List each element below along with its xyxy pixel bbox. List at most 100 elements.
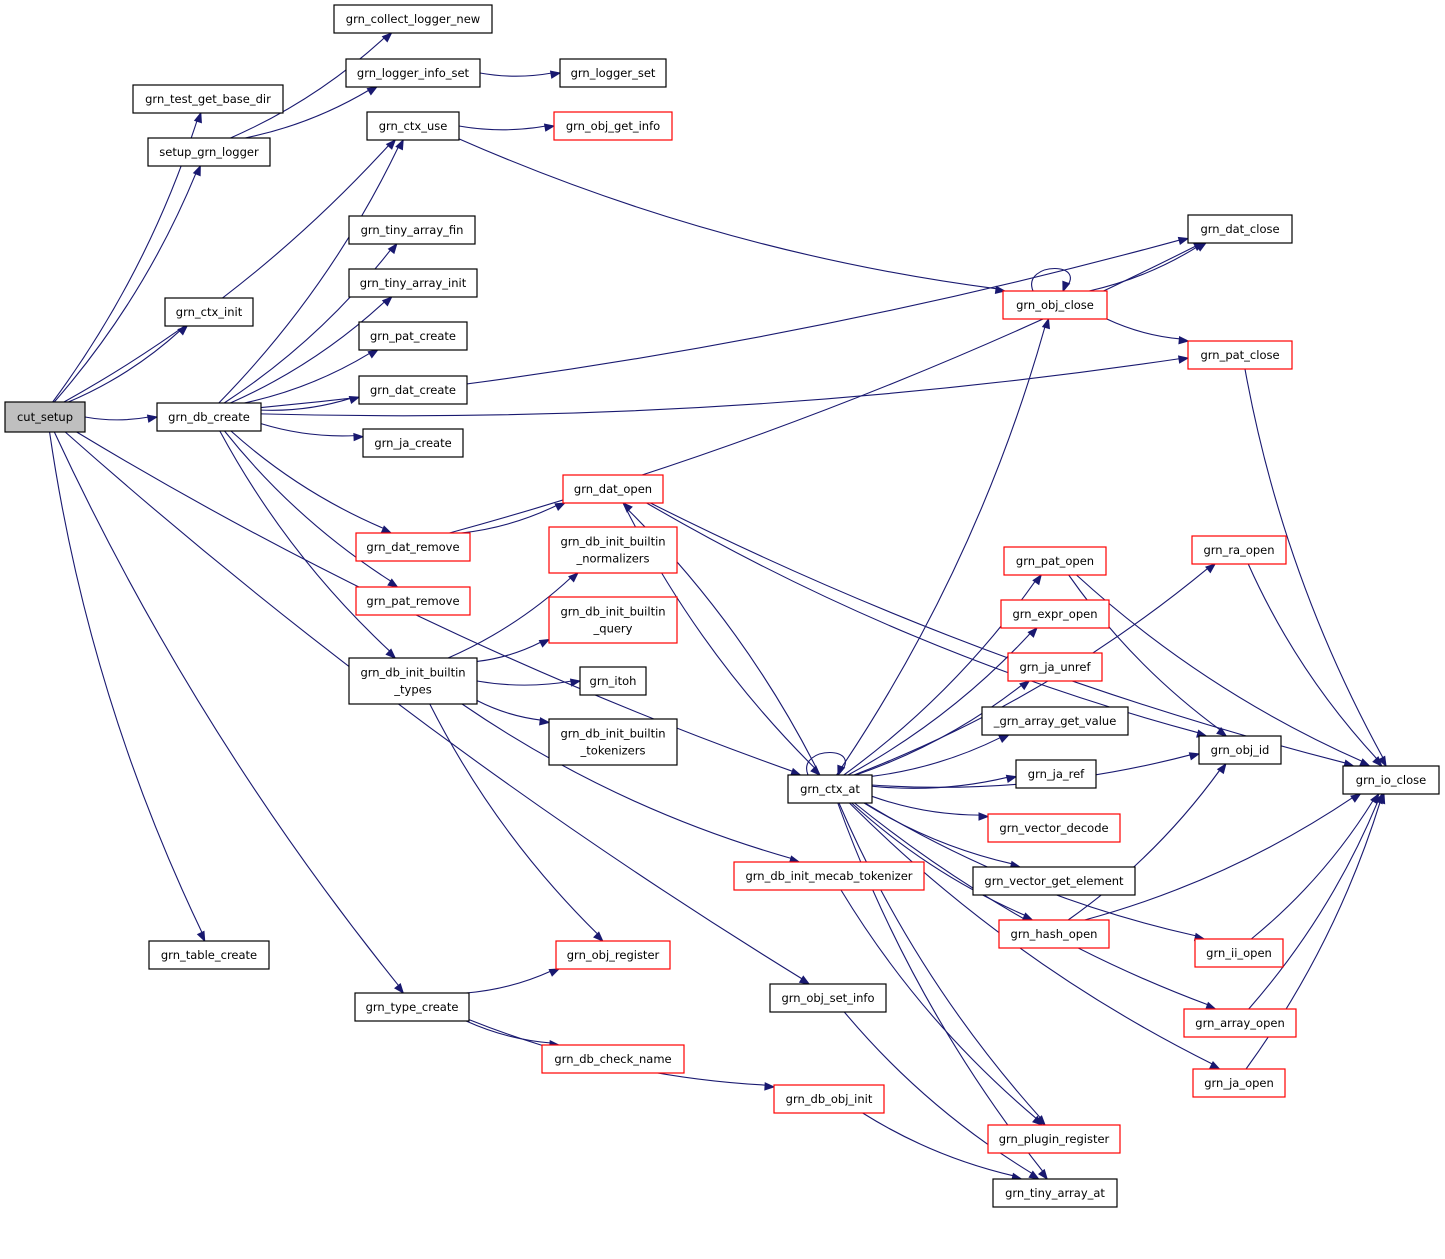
- node-grn_itoh[interactable]: grn_itoh: [579, 666, 647, 696]
- node-label: grn_ii_open: [1206, 946, 1272, 960]
- node-label: _query: [593, 622, 633, 636]
- edge-grn_db_init_builtin_types-to-grn_db_init_builtin_tokenizers: [476, 700, 551, 726]
- node-label: grn_logger_set: [571, 66, 656, 80]
- node-grn_tiny_array_init[interactable]: grn_tiny_array_init: [348, 268, 478, 298]
- node-grn_ctx_use[interactable]: grn_ctx_use: [366, 111, 460, 141]
- node-label: grn_dat_create: [370, 383, 456, 397]
- node-label: grn_plugin_register: [999, 1132, 1110, 1146]
- node-grn_db_init_builtin_types[interactable]: grn_db_init_builtin_types: [348, 657, 478, 705]
- node-cut_setup[interactable]: cut_setup: [4, 401, 86, 433]
- node-grn_db_init_builtin_tokenizers[interactable]: grn_db_init_builtin_tokenizers: [548, 718, 678, 766]
- node-grn_obj_register[interactable]: grn_obj_register: [555, 940, 671, 970]
- edge-grn_ctx_at-to-grn_expr_open: [847, 626, 1038, 776]
- node-box: [1007, 652, 1103, 682]
- node-box: [998, 919, 1110, 949]
- node-grn_expr_open[interactable]: grn_expr_open: [1000, 599, 1110, 629]
- node-label: grn_db_init_builtin: [560, 535, 665, 549]
- edge-grn_pat_open-to-grn_io_close: [1076, 574, 1371, 767]
- node-grn_type_create[interactable]: grn_type_create: [354, 992, 470, 1022]
- node-grn_dat_open[interactable]: grn_dat_open: [562, 474, 664, 504]
- node-grn_test_get_base_dir[interactable]: grn_test_get_base_dir: [132, 84, 284, 114]
- node-grn_db_init_mecab_tokenizer[interactable]: grn_db_init_mecab_tokenizer: [733, 861, 925, 891]
- node-grn_ja_create[interactable]: grn_ja_create: [362, 428, 464, 458]
- node-label: grn_ctx_at: [800, 782, 860, 796]
- node-setup_grn_logger[interactable]: setup_grn_logger: [147, 137, 271, 167]
- node-grn_dat_close[interactable]: grn_dat_close: [1187, 214, 1293, 244]
- edge-grn_ctx_at-to-grn_ja_unref: [855, 680, 1031, 776]
- node-grn_ra_open[interactable]: grn_ra_open: [1191, 535, 1287, 565]
- node-grn_pat_open[interactable]: grn_pat_open: [1003, 546, 1107, 576]
- node-box: [553, 111, 673, 141]
- node-label: grn_dat_close: [1200, 222, 1279, 236]
- node-grn_plugin_register[interactable]: grn_plugin_register: [987, 1124, 1121, 1154]
- node-grn_obj_close[interactable]: grn_obj_close: [1002, 290, 1108, 320]
- node-box: [333, 4, 493, 34]
- node-label: grn_ja_open: [1204, 1076, 1274, 1090]
- node-grn_array_open[interactable]: grn_array_open: [1183, 1008, 1297, 1038]
- node-grn_pat_create[interactable]: grn_pat_create: [358, 321, 468, 351]
- node-box: [555, 940, 671, 970]
- node-label: grn_obj_id: [1211, 743, 1270, 757]
- node-box: [1015, 759, 1097, 789]
- node-grn_vector_get_element[interactable]: grn_vector_get_element: [972, 866, 1136, 896]
- node-box: [972, 866, 1136, 896]
- edge-grn_db_create-to-grn_pat_create: [244, 349, 379, 404]
- node-label: grn_db_init_builtin: [360, 666, 465, 680]
- node-grn_db_check_name[interactable]: grn_db_check_name: [541, 1044, 685, 1074]
- node-box: [362, 428, 464, 458]
- node-grn_hash_open[interactable]: grn_hash_open: [998, 919, 1110, 949]
- node-grn_logger_set[interactable]: grn_logger_set: [559, 58, 667, 88]
- node-grn_ctx_at[interactable]: grn_ctx_at: [787, 774, 873, 804]
- node-label: grn_test_get_base_dir: [145, 92, 271, 106]
- node-box: [987, 1124, 1121, 1154]
- node-box: [355, 586, 471, 616]
- node-grn_obj_get_info[interactable]: grn_obj_get_info: [553, 111, 673, 141]
- node-grn_vector_decode[interactable]: grn_vector_decode: [987, 813, 1121, 843]
- node-grn_ja_open[interactable]: grn_ja_open: [1192, 1068, 1286, 1098]
- edge-cut_setup-to-grn_type_create: [53, 431, 405, 995]
- edge-grn_db_init_builtin_types-to-grn_obj_register: [429, 703, 604, 942]
- node-grn_pat_close[interactable]: grn_pat_close: [1187, 340, 1293, 370]
- node-label: grn_io_close: [1356, 773, 1426, 787]
- edge-grn_dat_remove-to-grn_dat_open: [461, 502, 566, 534]
- node-grn_ja_ref[interactable]: grn_ja_ref: [1015, 759, 1097, 789]
- node-grn_obj_id[interactable]: grn_obj_id: [1198, 735, 1282, 765]
- node-grn_ii_open[interactable]: grn_ii_open: [1194, 938, 1284, 968]
- edge-grn_obj_close-to-grn_pat_close: [1106, 318, 1190, 345]
- node-grn_tiny_array_fin[interactable]: grn_tiny_array_fin: [348, 215, 476, 245]
- node-box: [1198, 735, 1282, 765]
- node-grn_collect_logger_new[interactable]: grn_collect_logger_new: [333, 4, 493, 34]
- node-box: [559, 58, 667, 88]
- node-label: grn_dat_open: [574, 482, 652, 496]
- edge-grn_db_create-to-grn_db_init_builtin_types: [219, 430, 397, 659]
- node-grn_io_close[interactable]: grn_io_close: [1342, 765, 1440, 795]
- node-box: [733, 861, 925, 891]
- node-grn_pat_remove[interactable]: grn_pat_remove: [355, 586, 471, 616]
- edge-grn_db_create-to-grn_pat_close: [260, 355, 1190, 417]
- node-grn_dat_remove[interactable]: grn_dat_remove: [355, 532, 471, 562]
- node-grn_dat_create[interactable]: grn_dat_create: [358, 375, 468, 405]
- node-box: [579, 666, 647, 696]
- node-grn_ctx_init[interactable]: grn_ctx_init: [164, 297, 254, 327]
- node-box: [156, 402, 262, 432]
- node-_grn_array_get_value[interactable]: _grn_array_get_value: [981, 706, 1129, 736]
- edge-grn_db_create-to-grn_tiny_array_init: [230, 296, 393, 404]
- node-grn_tiny_array_at[interactable]: grn_tiny_array_at: [992, 1178, 1118, 1208]
- edge-grn_type_create-to-grn_db_check_name: [465, 1020, 561, 1049]
- edge-grn_array_open-to-grn_io_close: [1248, 792, 1383, 1010]
- edge-grn_ctx_use-to-grn_obj_close: [458, 138, 1007, 294]
- node-grn_obj_set_info[interactable]: grn_obj_set_info: [769, 983, 887, 1013]
- node-grn_db_init_builtin_query[interactable]: grn_db_init_builtin_query: [548, 596, 678, 644]
- node-box: [562, 474, 664, 504]
- node-grn_ja_unref[interactable]: grn_ja_unref: [1007, 652, 1103, 682]
- node-box: [4, 401, 86, 433]
- node-grn_db_init_builtin_normalizers[interactable]: grn_db_init_builtin_normalizers: [548, 526, 678, 574]
- edge-grn_obj_close-to-grn_dat_close: [1088, 242, 1208, 292]
- edge-cut_setup-to-setup_grn_logger: [53, 164, 201, 403]
- node-label: grn_obj_close: [1016, 298, 1094, 312]
- node-grn_db_obj_init[interactable]: grn_db_obj_init: [773, 1084, 885, 1114]
- node-grn_table_create[interactable]: grn_table_create: [148, 940, 270, 970]
- edge-grn_db_init_builtin_types-to-grn_db_init_builtin_query: [476, 638, 551, 663]
- node-grn_db_create[interactable]: grn_db_create: [156, 402, 262, 432]
- node-grn_logger_info_set[interactable]: grn_logger_info_set: [345, 58, 481, 88]
